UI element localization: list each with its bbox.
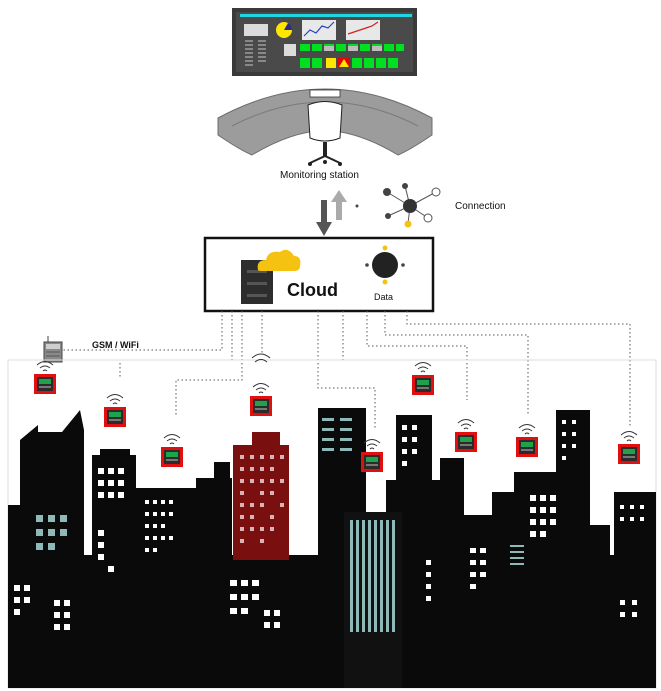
wireless-sensor-icon [103,394,127,428]
gsm-gateway-icon [43,336,63,363]
connection-label: Connection [455,201,506,212]
office-chair-icon [307,101,343,166]
cloud-icon [257,249,301,271]
data-label: Data [374,292,394,302]
network-node-icon [355,183,441,228]
teal-building [344,512,402,688]
building-windows [14,418,644,630]
wireless-sensor-icon [454,419,478,453]
wireless-sensor-icon [617,431,641,465]
cloud-label: Cloud [287,280,338,300]
wireless-sensor-icon [411,362,435,396]
monitoring-station-label: Monitoring station [280,170,359,181]
red-tower-windows [240,455,284,543]
bidirectional-arrows-icon [316,190,347,236]
wireless-sensor-icon [249,353,273,417]
monitor-panel-icon [232,8,417,76]
wireless-sensor-icon [33,361,57,395]
wireless-sensor-icon [160,434,184,468]
wireless-sensor-icon [515,424,539,458]
gsm-wifi-label: GSM / WiFi [92,340,139,350]
data-node-icon [365,245,405,285]
